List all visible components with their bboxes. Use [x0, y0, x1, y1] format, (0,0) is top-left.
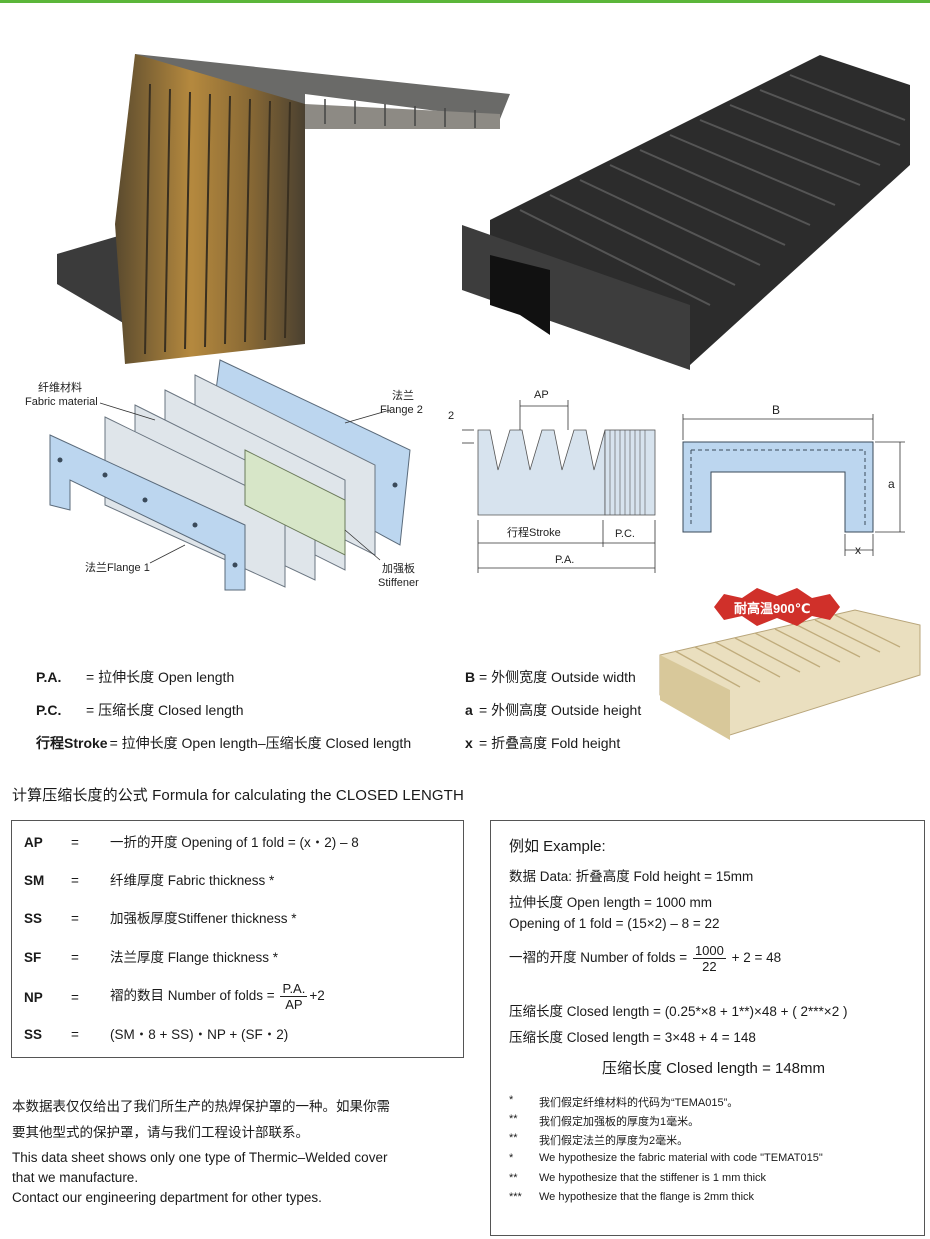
disclaimer-en-2: that we manufacture. — [12, 1170, 139, 1185]
cross-section-diagram — [682, 414, 905, 556]
formula-box: AP=一折的开度 Opening of 1 fold = (x・2) – 8 S… — [11, 820, 464, 1058]
formula-title: 计算压缩长度的公式 Formula for calculating the CL… — [12, 787, 464, 804]
example-title: 例如 Example: — [509, 838, 606, 855]
product-photo-black-bellows — [462, 55, 910, 370]
example-result: 压缩长度 Closed length = 148mm — [602, 1060, 826, 1077]
top-accent-line — [0, 0, 930, 3]
label-stiffener-en: Stiffener — [378, 577, 419, 589]
label-a: a — [888, 477, 895, 491]
legend-stroke: 行程Stroke= 拉伸长度 Open length–压缩长度 Closed l… — [36, 735, 412, 751]
example-line1: 数据 Data: 折叠高度 Fold height = 15mm — [509, 869, 754, 884]
legend-pa: P.A.= 拉伸长度 Open length — [36, 669, 235, 685]
example-line6: 压缩长度 Closed length = 3×48 + 4 = 148 — [509, 1030, 756, 1045]
label-flange2-en: Flange 2 — [380, 404, 423, 416]
legend-x: x= 折叠高度 Fold height — [465, 735, 621, 751]
label-stroke: 行程Stroke — [507, 527, 561, 539]
label-pc: P.C. — [615, 528, 635, 540]
legend-a: a= 外侧高度 Outside height — [465, 702, 642, 718]
label-fabric: 纤维材料 — [38, 382, 82, 394]
fold-profile-diagram — [462, 400, 656, 573]
label-flange1: 法兰Flange 1 — [85, 562, 150, 574]
temperature-badge — [714, 588, 840, 626]
disclaimer-en-1: This data sheet shows only one type of T… — [12, 1150, 388, 1165]
product-photo-high-temp-bellows — [659, 609, 921, 740]
product-photo-bronze-bellows — [57, 54, 510, 364]
label-fabric-en: Fabric material — [25, 396, 98, 408]
example-line3: Opening of 1 fold = (15×2) – 8 = 22 — [509, 916, 720, 931]
label-stiffener: 加强板 — [382, 563, 415, 575]
badge-text: 耐高温900℃ — [734, 601, 811, 616]
label-two: 2 — [448, 410, 455, 422]
label-flange2: 法兰 — [392, 390, 414, 402]
disclaimer-cn-2: 要其他型式的保护罩，请与我们工程设计部联系。 — [12, 1125, 309, 1140]
example-box: 例如 Example: 数据 Data: 折叠高度 Fold height = … — [490, 820, 925, 1236]
label-b: B — [772, 403, 781, 417]
label-ap: AP — [534, 389, 549, 401]
label-pa: P.A. — [555, 554, 575, 566]
legend-b: B= 外侧宽度 Outside width — [465, 669, 636, 685]
example-line5: 压缩长度 Closed length = (0.25*×8 + 1**)×48 … — [509, 1004, 848, 1019]
disclaimer-cn-1: 本数据表仅仅给出了我们所生产的热焊保护罩的一种。如果你需 — [12, 1099, 390, 1114]
exploded-construction-diagram — [49, 359, 411, 591]
legend-pc: P.C.= 压缩长度 Closed length — [36, 702, 244, 718]
label-x: x — [855, 543, 861, 557]
example-line2: 拉伸长度 Open length = 1000 mm — [509, 895, 712, 910]
disclaimer-en-3: Contact our engineering department for o… — [12, 1190, 322, 1205]
